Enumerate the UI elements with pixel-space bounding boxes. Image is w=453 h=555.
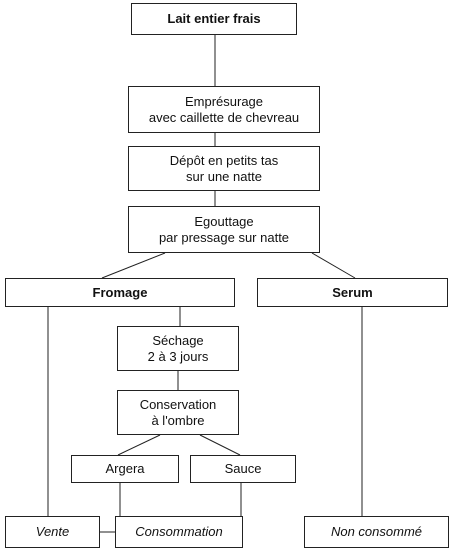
node-argera-label: Argera xyxy=(105,461,145,476)
node-depot-line2: sur une natte xyxy=(186,168,262,184)
node-consommation-label: Consommation xyxy=(135,524,223,539)
node-sauce: Sauce xyxy=(190,455,296,483)
node-empresurage-line1: Emprésurage xyxy=(184,93,264,109)
node-empresurage: Emprésurage avec caillette de chevreau xyxy=(128,86,320,133)
node-lait-entier-frais: Lait entier frais xyxy=(131,3,297,35)
node-sechage-line1: Séchage xyxy=(152,332,204,348)
node-serum: Serum xyxy=(257,278,448,307)
connector-egouttage-fromage xyxy=(101,252,166,279)
node-conservation: Conservation à l'ombre xyxy=(117,390,239,435)
connector-conservation-sauce xyxy=(199,434,241,456)
node-conservation-line1: Conservation xyxy=(139,396,217,412)
node-fromage: Fromage xyxy=(5,278,235,307)
node-conservation-line2: à l'ombre xyxy=(151,412,205,428)
node-sechage: Séchage 2 à 3 jours xyxy=(117,326,239,371)
node-sauce-label: Sauce xyxy=(224,461,262,476)
node-consommation: Consommation xyxy=(115,516,243,548)
node-non-consomme-label: Non consommé xyxy=(330,524,423,539)
node-depot-line1: Dépôt en petits tas xyxy=(169,152,279,168)
node-lait-label: Lait entier frais xyxy=(167,11,261,26)
node-empresurage-line2: avec caillette de chevreau xyxy=(148,109,300,125)
node-vente-label: Vente xyxy=(35,524,70,539)
node-egouttage-line2: par pressage sur natte xyxy=(158,229,290,245)
node-sechage-line2: 2 à 3 jours xyxy=(147,348,209,364)
node-serum-label: Serum xyxy=(332,284,373,300)
node-depot: Dépôt en petits tas sur une natte xyxy=(128,146,320,191)
node-non-consomme: Non consommé xyxy=(304,516,449,548)
connector-conservation-argera xyxy=(117,434,161,456)
node-vente: Vente xyxy=(5,516,100,548)
node-egouttage-line1: Egouttage xyxy=(194,213,254,229)
node-egouttage: Egouttage par pressage sur natte xyxy=(128,206,320,253)
connector-egouttage-serum xyxy=(311,252,356,279)
node-argera: Argera xyxy=(71,455,179,483)
node-fromage-label: Fromage xyxy=(92,284,148,300)
